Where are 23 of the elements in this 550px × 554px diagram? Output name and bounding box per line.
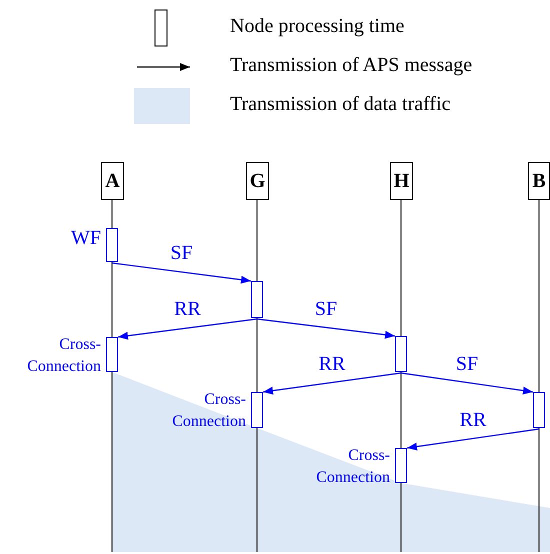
arrow — [400, 372, 534, 395]
legend-label: Node processing time — [230, 15, 404, 38]
edge-label: SF — [454, 352, 480, 376]
edge-label: RR — [318, 352, 346, 376]
edge-label: SF — [314, 298, 338, 320]
step-label: Cross- Connection — [315, 446, 390, 488]
arrow — [262, 372, 402, 395]
step-label: WF — [70, 228, 101, 248]
lifeline-header: H — [390, 162, 413, 200]
edge-label: RR — [458, 408, 488, 432]
arrow — [118, 318, 258, 340]
lifeline-header: A — [101, 162, 124, 200]
step-label: Cross- Connection — [26, 335, 101, 377]
arrow — [256, 318, 396, 339]
legend-label: Transmission of APS message — [230, 54, 472, 77]
arrow — [112, 262, 252, 284]
lifeline-header: G — [246, 162, 269, 200]
lifeline-header: B — [528, 162, 550, 200]
step-label: Cross- Connection — [171, 390, 246, 432]
edge-label: RR — [173, 298, 202, 321]
legend-label: Transmission of data traffic — [230, 93, 451, 116]
arrow — [406, 428, 540, 451]
edge-label: SF — [169, 242, 194, 265]
